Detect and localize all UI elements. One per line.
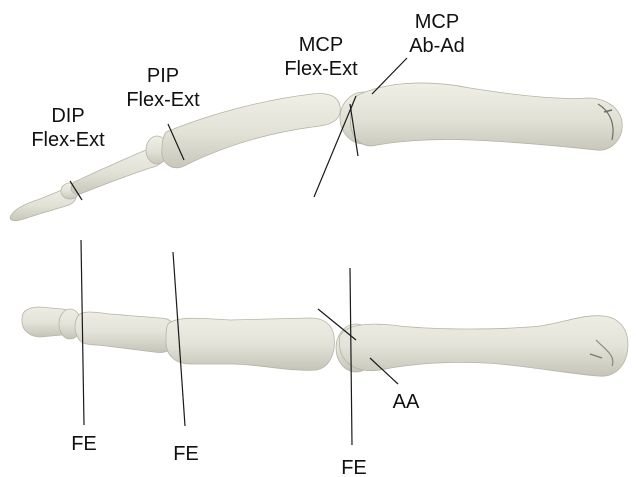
top-metacarpal — [350, 83, 622, 150]
label-fe-pip: FE — [166, 442, 206, 466]
label-pip-line1: PIP — [113, 64, 213, 88]
label-pip-line2: Flex-Ext — [113, 88, 213, 112]
label-mcp-ab-ad: MCP Ab-Ad — [392, 10, 482, 58]
label-dip-line2: Flex-Ext — [18, 128, 118, 152]
label-dip-line1: DIP — [18, 104, 118, 128]
bottom-proximal-phalanx — [166, 318, 334, 370]
label-mcp-fe-line2: Flex-Ext — [266, 57, 376, 81]
label-mcp-aa-line2: Ab-Ad — [392, 34, 482, 58]
label-pip-flex-ext: PIP Flex-Ext — [113, 64, 213, 112]
label-fe-mcp: FE — [334, 456, 374, 477]
label-mcp-aa-line1: MCP — [392, 10, 482, 34]
bottom-metacarpal — [339, 316, 628, 377]
label-mcp-fe-line1: MCP — [266, 33, 376, 57]
bottom-middle-phalanx — [75, 312, 176, 352]
bottom-view — [22, 307, 628, 376]
label-aa-mcp: AA — [386, 390, 426, 414]
label-fe-dip: FE — [64, 432, 104, 456]
label-mcp-flex-ext: MCP Flex-Ext — [266, 33, 376, 81]
label-dip-flex-ext: DIP Flex-Ext — [18, 104, 118, 152]
